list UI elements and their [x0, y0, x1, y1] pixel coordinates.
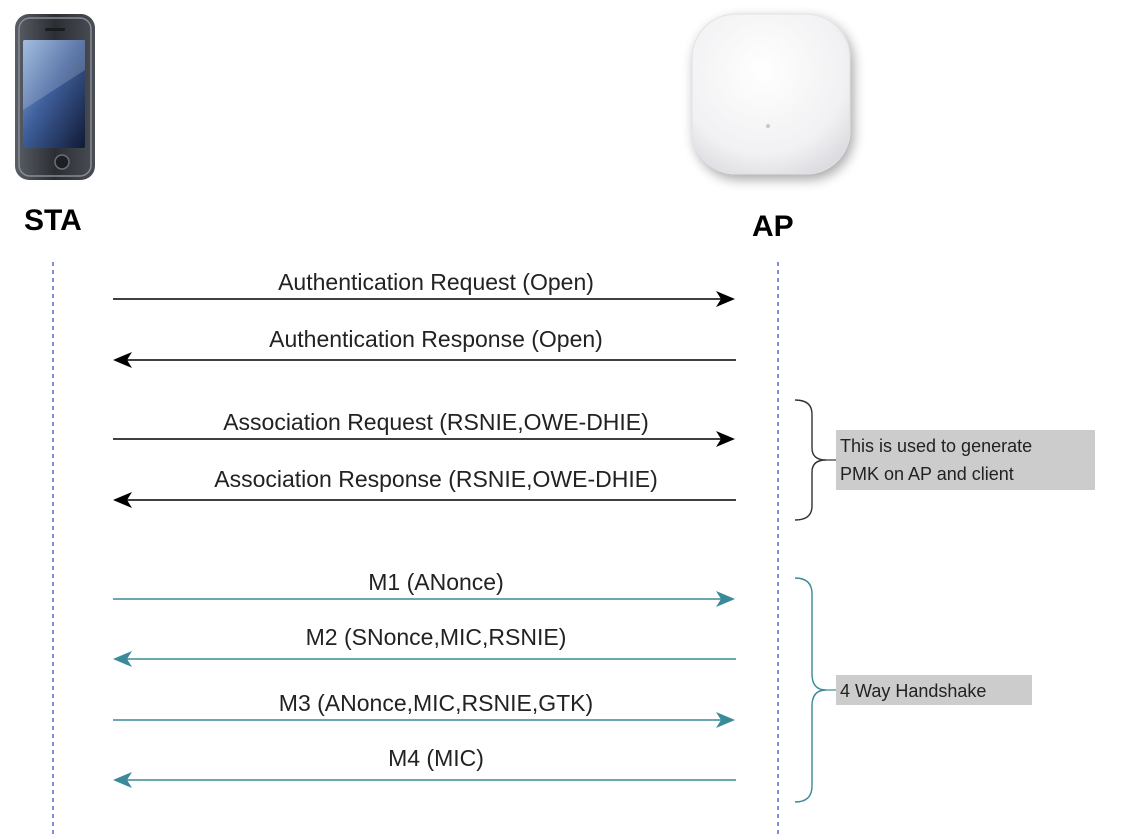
message-association-request: Association Request (RSNIE,OWE-DHIE): [113, 409, 735, 447]
ap-label: AP: [752, 210, 794, 243]
smartphone-icon: [15, 14, 95, 180]
association-note-line-1: This is used to generate: [840, 436, 1032, 456]
message-label: M2 (SNonce,MIC,RSNIE): [306, 624, 567, 650]
message-authentication-request: Authentication Request (Open): [113, 269, 735, 307]
message-label: Authentication Response (Open): [269, 326, 603, 352]
message-m1: M1 (ANonce): [113, 569, 735, 607]
message-label: Association Response (RSNIE,OWE-DHIE): [214, 466, 658, 492]
handshake-note-box: [836, 675, 1032, 705]
message-label: Authentication Request (Open): [278, 269, 594, 295]
message-association-response: Association Response (RSNIE,OWE-DHIE): [113, 466, 736, 508]
message-label: M3 (ANonce,MIC,RSNIE,GTK): [279, 690, 593, 716]
association-note-box: [836, 430, 1095, 490]
handshake-brace: [794, 577, 827, 803]
message-label: Association Request (RSNIE,OWE-DHIE): [223, 409, 649, 435]
message-m2: M2 (SNonce,MIC,RSNIE): [113, 624, 736, 667]
message-label: M4 (MIC): [388, 745, 484, 771]
sta-label: STA: [24, 204, 82, 237]
access-point-icon: [691, 13, 851, 175]
association-note-line-2: PMK on AP and client: [840, 464, 1014, 484]
message-m4: M4 (MIC): [113, 745, 736, 788]
message-authentication-response: Authentication Response (Open): [113, 326, 736, 368]
handshake-note-line-1: 4 Way Handshake: [840, 681, 986, 701]
association-brace: [794, 399, 827, 521]
message-label: M1 (ANonce): [368, 569, 503, 595]
message-m3: M3 (ANonce,MIC,RSNIE,GTK): [113, 690, 735, 728]
